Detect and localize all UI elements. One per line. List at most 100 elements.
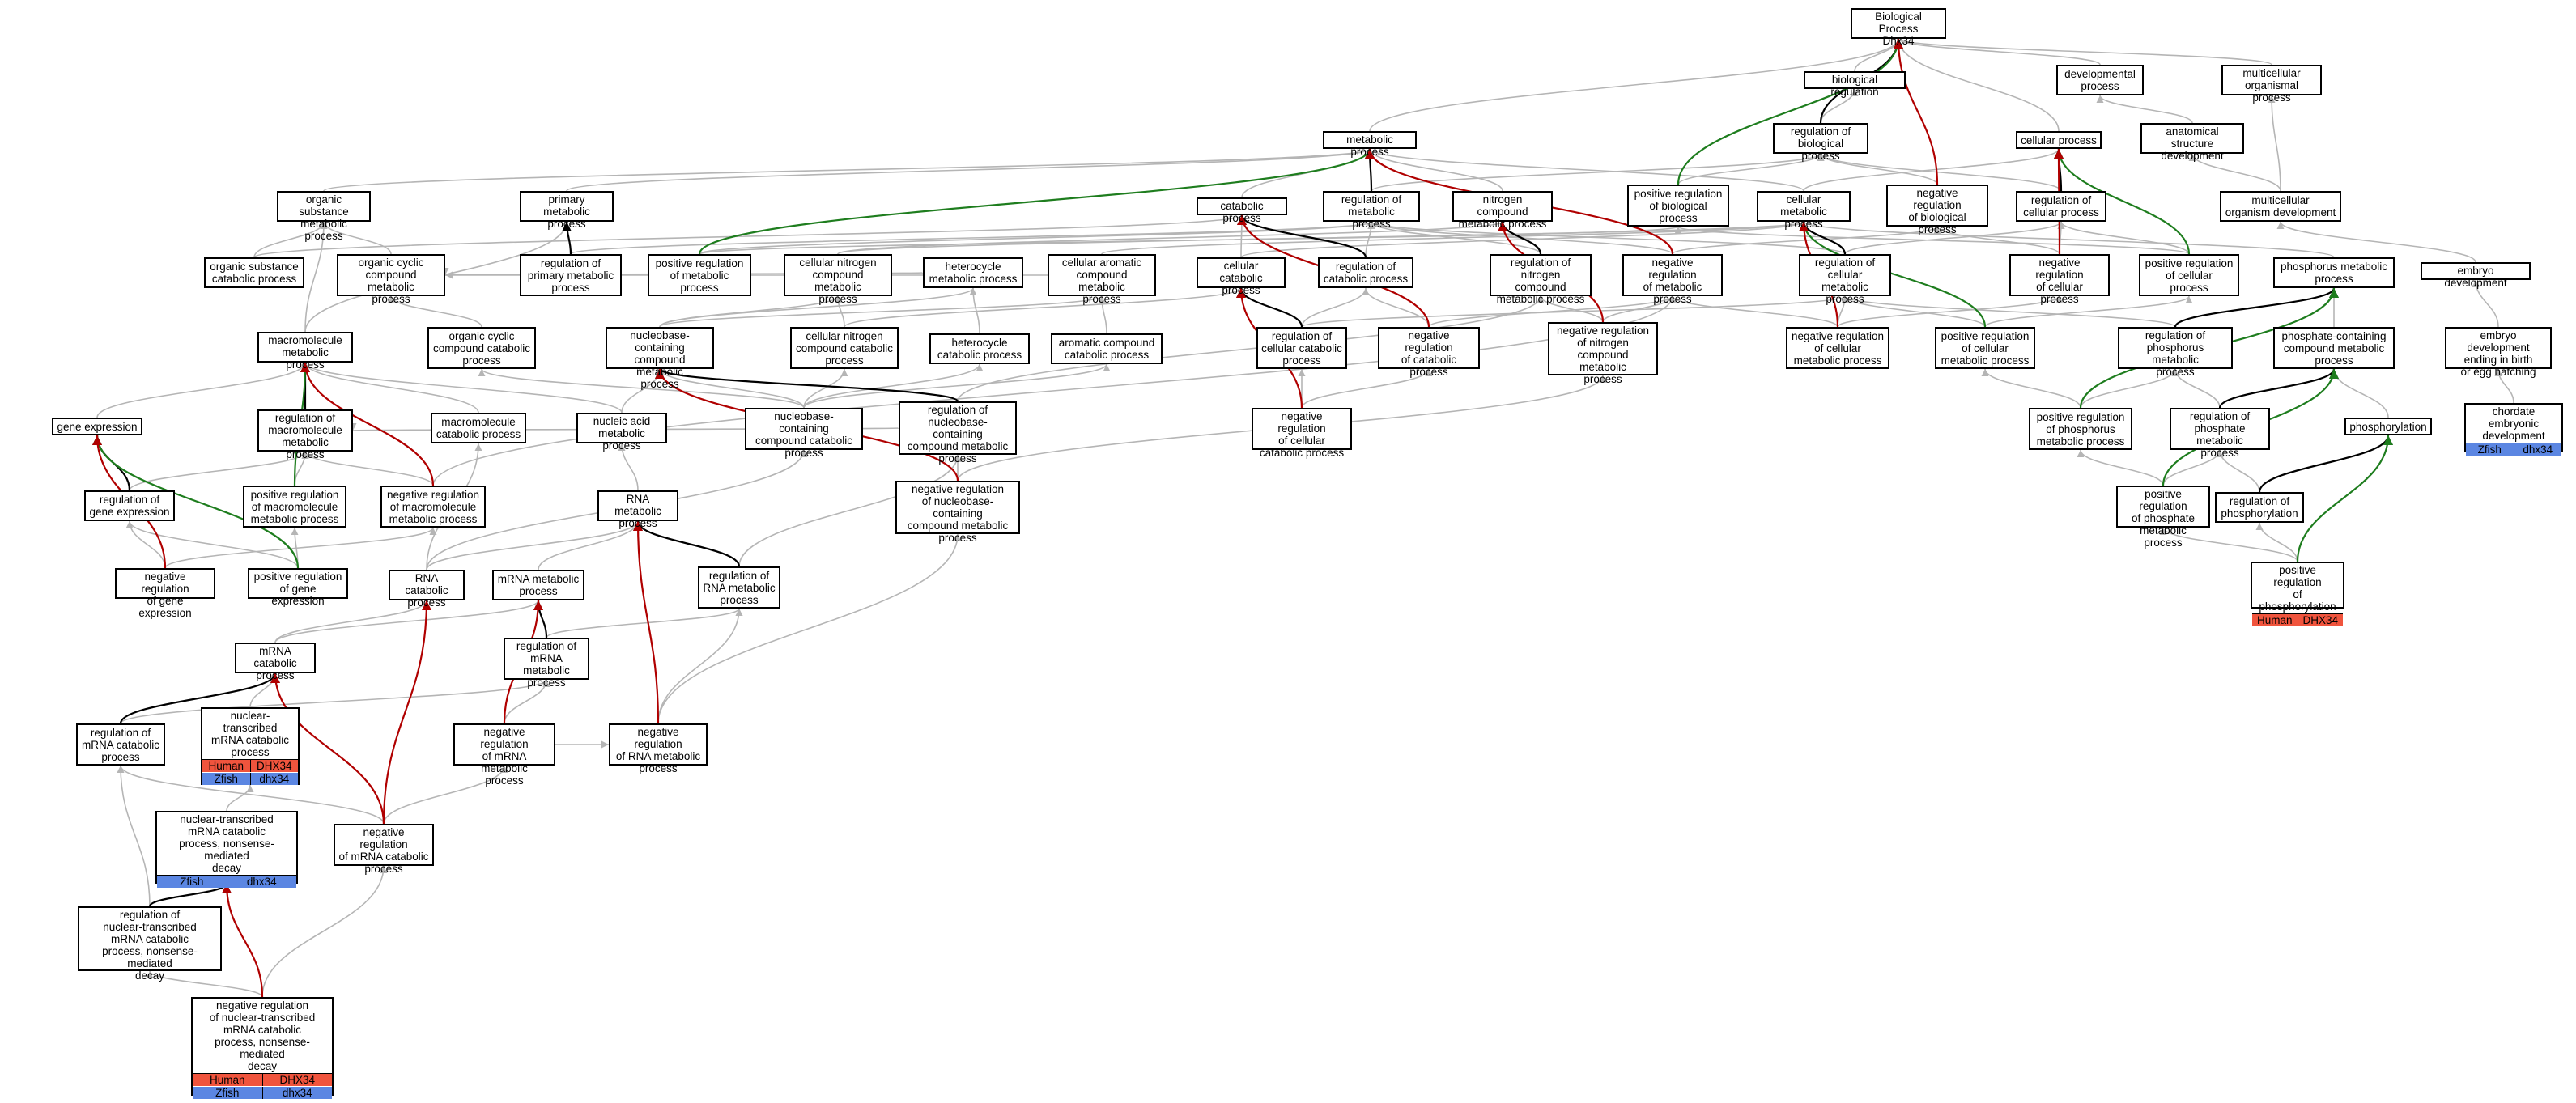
go-term-negnbc[interactable]: negative regulation of nucleobase-contai… xyxy=(895,481,1020,544)
go-term-regphosmet[interactable]: regulation of phosphorus metabolic proce… xyxy=(2118,327,2233,378)
go-term-label: regulation of nucleobase-containing comp… xyxy=(907,404,1009,465)
go-term-posbio[interactable]: positive regulation of biological proces… xyxy=(1627,185,1729,227)
go-term-anat[interactable]: anatomical structure development xyxy=(2140,123,2244,162)
go-term-regprim[interactable]: regulation of primary metabolic process xyxy=(520,254,622,296)
go-term-neggene[interactable]: negative regulation of gene expression xyxy=(115,568,215,619)
go-term-rnamet[interactable]: RNA metabolic process xyxy=(597,490,678,529)
go-term-reggene[interactable]: regulation of gene expression xyxy=(84,490,175,521)
go-term-regnmd[interactable]: regulation of nuclear-transcribed mRNA c… xyxy=(78,906,222,982)
go-term-label: negative regulation of metabolic process xyxy=(1643,257,1702,305)
go-term-phosmet[interactable]: phosphorus metabolic process xyxy=(2273,257,2395,288)
go-term-negmet[interactable]: negative regulation of metabolic process xyxy=(1622,254,1723,305)
go-term-posphosmet[interactable]: positive regulation of phosphorus metabo… xyxy=(2029,408,2132,450)
go-term-embryo[interactable]: embryo development xyxy=(2421,262,2531,289)
go-term-geneexp[interactable]: gene expression xyxy=(52,418,142,435)
annotation-gene: DHX34 xyxy=(261,1074,332,1086)
go-term-hetcat[interactable]: heterocycle catabolic process xyxy=(929,333,1030,364)
go-term-negnitro[interactable]: negative regulation of nitrogen compound… xyxy=(1548,322,1658,385)
go-term-label: phosphorus metabolic process xyxy=(2280,261,2388,285)
go-term-nbcmet[interactable]: nucleobase-containing compound metabolic… xyxy=(606,327,714,390)
go-term-regmrnamet[interactable]: regulation of mRNA metabolic process xyxy=(504,638,589,689)
go-term-label: regulation of RNA metabolic process xyxy=(703,569,776,606)
go-term-bp[interactable]: Biological Process Dhx34 xyxy=(1851,8,1946,47)
go-term-regphosph[interactable]: regulation of phosphate metabolic proces… xyxy=(2170,408,2270,459)
go-term-posmacro[interactable]: positive regulation of macromolecule met… xyxy=(243,486,346,528)
go-term-cellmet[interactable]: cellular metabolic process xyxy=(1757,191,1851,230)
go-term-regcellcat[interactable]: regulation of cellular catabolic process xyxy=(1256,327,1347,369)
go-term-multi[interactable]: multicellular organismal process xyxy=(2221,65,2322,104)
go-term-negmrnamet[interactable]: negative regulation of mRNA metabolic pr… xyxy=(453,723,555,787)
go-term-posmet[interactable]: positive regulation of metabolic process xyxy=(648,254,751,296)
go-term-regmacro[interactable]: regulation of macromolecule metabolic pr… xyxy=(257,409,353,460)
go-term-regmrnacat[interactable]: regulation of mRNA catabolic process xyxy=(76,723,165,766)
go-term-catab[interactable]: catabolic process xyxy=(1197,197,1287,224)
go-term-label: regulation of cellular metabolic process xyxy=(1814,257,1876,305)
go-term-aromcat[interactable]: aromatic compound catabolic process xyxy=(1051,333,1163,364)
go-term-poscellp[interactable]: positive regulation of cellular process xyxy=(2139,254,2239,296)
go-term-negmrnacat[interactable]: negative regulation of mRNA catabolic pr… xyxy=(334,824,434,875)
go-term-regcell[interactable]: regulation of cellular process xyxy=(2016,191,2106,222)
go-term-mrnacat[interactable]: mRNA catabolic process xyxy=(235,643,316,681)
go-term-cellnitrocat[interactable]: cellular nitrogen compound catabolic pro… xyxy=(790,327,899,369)
go-term-devp[interactable]: developmental process xyxy=(2056,65,2144,95)
go-term-rnacat[interactable]: RNA catabolic process xyxy=(389,570,465,609)
annotation-gene: DHX34 xyxy=(249,760,298,772)
go-term-label: developmental process xyxy=(2064,68,2136,92)
go-term-phosphorylation[interactable]: phosphorylation xyxy=(2344,418,2432,435)
edge-gray-negmrnacat-to-negmrnamet xyxy=(383,765,508,825)
go-term-negrna[interactable]: negative regulation of RNA metabolic pro… xyxy=(609,723,708,774)
go-term-posphosphate[interactable]: positive regulation of phosphate metabol… xyxy=(2116,486,2210,549)
go-term-nitro[interactable]: nitrogen compound metabolic process xyxy=(1452,191,1553,230)
go-term-nuctrans[interactable]: nuclear-transcribed mRNA catabolic proce… xyxy=(201,707,300,785)
go-term-orgsubcat[interactable]: organic substance catabolic process xyxy=(204,257,304,288)
go-term-label: nuclear-transcribed mRNA catabolic proce… xyxy=(210,710,290,758)
go-term-negbio[interactable]: negative regulation of biological proces… xyxy=(1886,185,1988,235)
go-term-orgcyccat[interactable]: organic cyclic compound catabolic proces… xyxy=(427,327,536,369)
go-term-cellarom[interactable]: cellular aromatic compound metabolic pro… xyxy=(1048,254,1156,305)
go-term-regbio[interactable]: regulation of biological process xyxy=(1773,123,1868,162)
edge-gray-reggene-to-regmacro xyxy=(129,451,309,491)
go-term-multidev[interactable]: multicellular organism development xyxy=(2220,191,2341,222)
go-term-orgsub[interactable]: organic substance metabolic process xyxy=(277,191,371,242)
edge-gray-posmet-to-posbio xyxy=(699,226,1681,255)
edge-red-negmacro-to-macromet xyxy=(300,362,435,486)
go-term-cellcat[interactable]: cellular catabolic process xyxy=(1197,257,1286,296)
go-term-nucacid[interactable]: nucleic acid metabolic process xyxy=(576,413,667,452)
go-term-primmet[interactable]: primary metabolic process xyxy=(520,191,614,230)
go-term-regcat[interactable]: regulation of catabolic process xyxy=(1318,257,1413,288)
go-term-nmd[interactable]: nuclear-transcribed mRNA catabolic proce… xyxy=(155,811,298,888)
go-term-macrocat[interactable]: macromolecule catabolic process xyxy=(431,413,526,443)
edge-gray-nbccat-to-orgcyccat xyxy=(478,368,805,409)
go-term-cellnitro[interactable]: cellular nitrogen compound metabolic pro… xyxy=(784,254,892,305)
go-term-metab[interactable]: metabolic process xyxy=(1323,131,1417,158)
go-term-regmet[interactable]: regulation of metabolic process xyxy=(1323,191,1420,230)
go-term-negmacro[interactable]: negative regulation of macromolecule met… xyxy=(380,486,486,528)
go-term-breg[interactable]: biological regulation xyxy=(1804,71,1906,98)
go-term-label: cellular aromatic compound metabolic pro… xyxy=(1061,257,1142,305)
go-term-regrna[interactable]: regulation of RNA metabolic process xyxy=(698,566,780,609)
go-term-negcat[interactable]: negative regulation of catabolic process xyxy=(1378,327,1480,378)
go-term-regnbc[interactable]: regulation of nucleobase-containing comp… xyxy=(899,401,1017,465)
go-term-orgcyc[interactable]: organic cyclic compound metabolic proces… xyxy=(337,254,445,305)
go-term-mrnamet[interactable]: mRNA metabolic process xyxy=(492,570,584,600)
go-term-regcellmet[interactable]: regulation of cellular metabolic process xyxy=(1799,254,1891,305)
go-term-hetmet[interactable]: heterocycle metabolic process xyxy=(923,257,1023,288)
go-term-negcellp[interactable]: negative regulation of cellular process xyxy=(2009,254,2110,305)
go-term-label: gene expression xyxy=(57,420,138,433)
go-term-poscellmet[interactable]: positive regulation of cellular metaboli… xyxy=(1935,327,2035,369)
go-term-nbccat[interactable]: nucleobase-containing compound catabolic… xyxy=(745,408,863,459)
go-term-negcellcat[interactable]: negative regulation of cellular cataboli… xyxy=(1252,408,1352,459)
edge-gray-posphosphate-to-posphosmet xyxy=(2077,449,2164,486)
go-term-regphosphorylation[interactable]: regulation of phosphorylation xyxy=(2215,492,2304,523)
go-term-phosphate[interactable]: phosphate-containing compound metabolic … xyxy=(2273,327,2395,369)
go-term-posgene[interactable]: positive regulation of gene expression xyxy=(248,568,348,607)
edge-gray-regcellmet-to-regmet xyxy=(1367,221,1846,255)
go-term-embhatch[interactable]: embryo development ending in birth or eg… xyxy=(2445,327,2552,378)
go-term-regnitro[interactable]: regulation of nitrogen compound metaboli… xyxy=(1490,254,1592,305)
go-term-negnmd[interactable]: negative regulation of nuclear-transcrib… xyxy=(191,997,334,1099)
go-term-negcellmet[interactable]: negative regulation of cellular metaboli… xyxy=(1786,327,1889,369)
go-term-cellp[interactable]: cellular process xyxy=(2016,131,2102,149)
go-term-macromet[interactable]: macromolecule metabolic process xyxy=(257,332,353,371)
